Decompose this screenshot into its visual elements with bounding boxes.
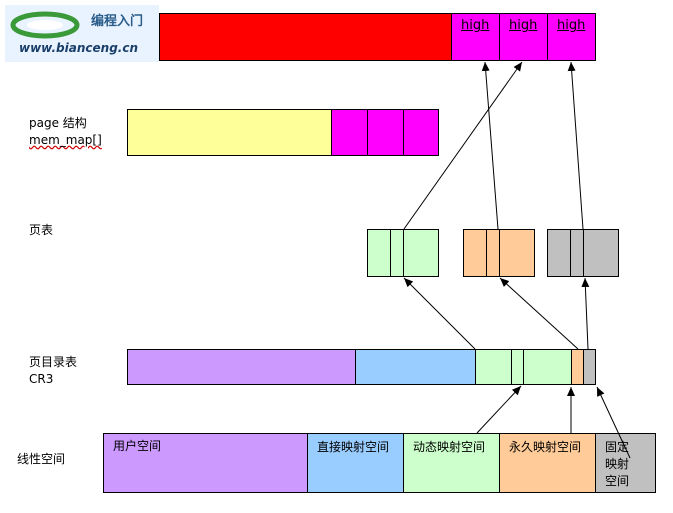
linear-dynamic-segment: 动态映射空间: [404, 434, 500, 492]
arrow-fixed-to-dir: [596, 386, 631, 459]
top-bar-high-cell: high: [452, 14, 500, 60]
divider: [390, 230, 391, 276]
divider: [486, 230, 487, 276]
page-dir-gray-segment: [584, 350, 595, 384]
top-bar-high-cell: high: [548, 14, 595, 60]
divider: [583, 230, 584, 276]
arrow-peach-to-high1: [481, 61, 499, 230]
divider: [523, 350, 524, 384]
arrow-green-to-high2: [403, 61, 523, 230]
page-table-gray: [547, 229, 619, 277]
page-dir-green-segment: [476, 350, 572, 384]
page-table-peach: [463, 229, 535, 277]
page-dir-purple-segment: [128, 350, 356, 384]
mem-map-magenta-cell: [332, 110, 368, 155]
top-bar-high-cell: high: [500, 14, 548, 60]
logo-title: 编程入门: [91, 14, 144, 29]
divider: [499, 230, 500, 276]
page-dir-blue-segment: [356, 350, 476, 384]
mem-map-magenta-cell: [404, 110, 438, 155]
page-struct-label: page 结构 mem_map[]: [29, 115, 102, 149]
arrow-gray-to-high3: [567, 61, 584, 230]
page-struct-label-line1: page 结构: [29, 116, 87, 130]
linear-user-segment: 用户空间: [104, 434, 308, 492]
page-dir-label-line1: 页目录表: [29, 355, 78, 369]
site-logo[interactable]: 编程入门 www.bianceng.cn: [5, 5, 159, 62]
top-bar-red-segment: [160, 14, 452, 60]
page-dir-label: 页目录表 CR3: [29, 354, 77, 388]
high-label: high: [461, 18, 490, 33]
linear-permanent-segment: 永久映射空间: [500, 434, 596, 492]
logo-swoosh-icon: [10, 11, 80, 39]
arrow-dir-to-green-table: [403, 277, 476, 350]
page-dir-peach-segment: [572, 350, 584, 384]
divider: [570, 230, 571, 276]
linear-direct-text: 直接映射空间: [317, 440, 390, 454]
logo-url: www.bianceng.cn: [19, 41, 138, 55]
arrow-dynamic-to-dir: [476, 385, 522, 434]
high-label: high: [509, 18, 538, 33]
linear-direct-segment: 直接映射空间: [308, 434, 404, 492]
arrow-dir-to-gray-table: [581, 277, 590, 350]
mem-map-magenta-cell: [368, 110, 404, 155]
page-dir-bar: [127, 349, 596, 385]
linear-dynamic-text: 动态映射空间: [413, 440, 486, 454]
high-label: high: [557, 18, 586, 33]
linear-fixed-segment: 固定映射空间: [596, 434, 655, 492]
page-table-green: [367, 229, 439, 277]
mem-map-bar: [127, 109, 439, 156]
linear-space-label: 线性空间: [17, 452, 66, 466]
page-dir-label-line2: CR3: [29, 372, 54, 386]
linear-permanent-text: 永久映射空间: [509, 440, 582, 454]
page-table-label: 页表: [29, 223, 54, 237]
page-struct-label-line2: mem_map[]: [29, 133, 102, 147]
arrow-dir-to-peach-table: [499, 277, 579, 350]
top-bar: high high high: [159, 13, 596, 61]
mem-map-yellow-segment: [128, 110, 332, 155]
linear-user-text: 用户空间: [113, 439, 162, 453]
divider: [403, 230, 404, 276]
linear-space-bar: 用户空间 直接映射空间 动态映射空间 永久映射空间 固定映射空间: [103, 433, 656, 493]
divider: [511, 350, 512, 384]
